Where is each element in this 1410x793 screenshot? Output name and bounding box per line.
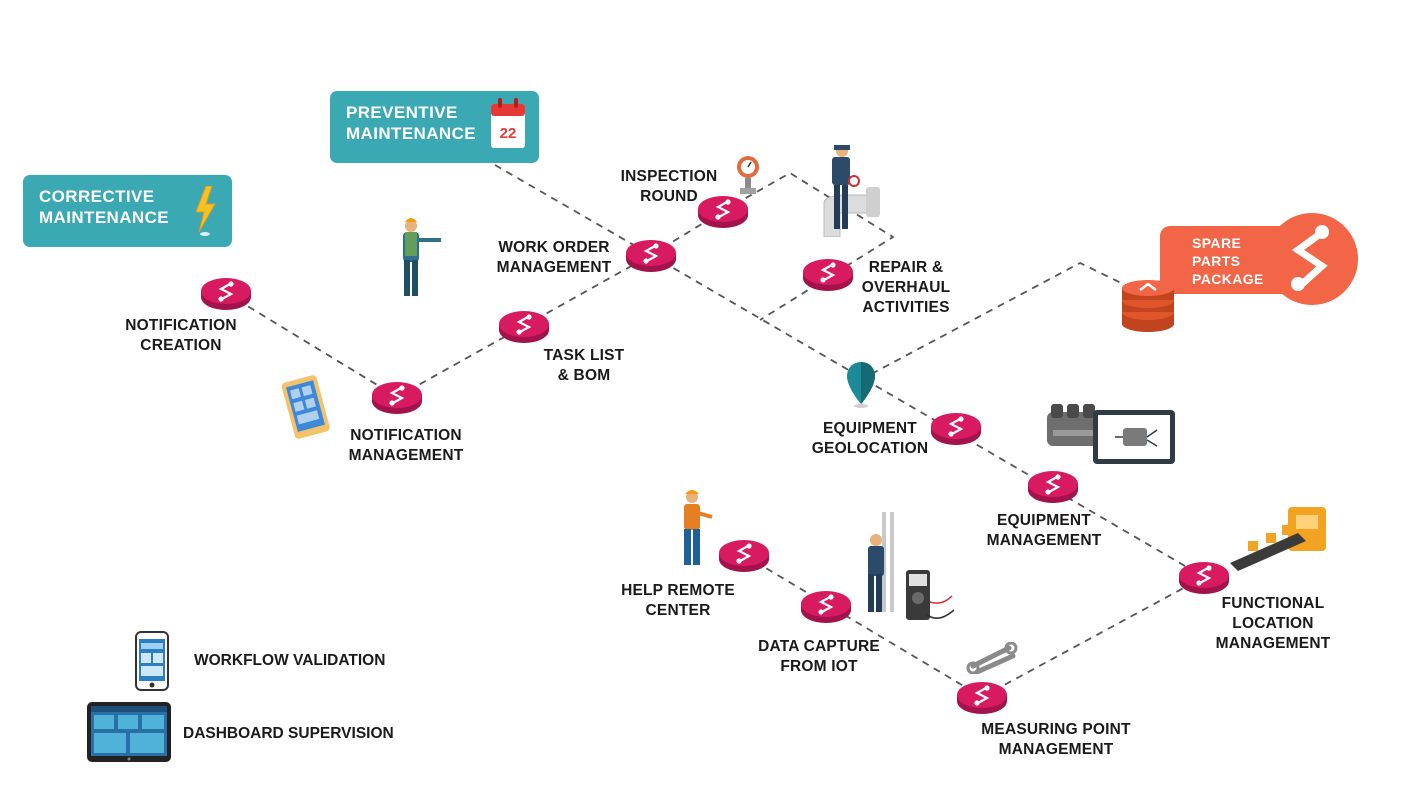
node-share-icon (736, 544, 752, 563)
label-line: FUNCTIONAL (1221, 595, 1325, 612)
node-help-remote-center[interactable] (717, 536, 771, 574)
node-share-icon (1196, 566, 1212, 585)
technician-icon (684, 490, 713, 565)
label-line: NOTIFICATION (125, 317, 237, 334)
label-line: EQUIPMENT (823, 420, 917, 437)
legend-dashboard-supervision: DASHBOARD SUPERVISION (183, 725, 394, 742)
node-share-icon (820, 263, 836, 282)
node-notification-management[interactable] (370, 378, 424, 416)
node-task-list-bom[interactable] (497, 307, 551, 345)
node-share-icon (643, 244, 659, 263)
electrician-icon (868, 512, 894, 612)
label-line: ROUND (640, 188, 698, 205)
wrench-icon (966, 642, 1018, 674)
node-share-icon (948, 417, 964, 436)
phone-icon (135, 631, 169, 691)
tag-line: PACKAGE (1192, 271, 1264, 287)
label-line: OVERHAUL (861, 279, 951, 296)
label-line: CREATION (140, 337, 222, 354)
label-line: MANAGEMENT (348, 447, 464, 464)
line-preventive-to-workorder (494, 164, 652, 256)
label-line: MEASURING POINT (981, 721, 1131, 738)
coin-stack-icon (1122, 280, 1174, 332)
label-line: INSPECTION (620, 168, 718, 185)
line-tasklist-to-workorder (523, 254, 652, 327)
label-line: WORK ORDER (498, 239, 610, 256)
tag-line: PARTS (1192, 253, 1241, 269)
label-line: ACTIVITIES (862, 299, 950, 316)
node-measuring-point-management[interactable] (955, 678, 1009, 716)
label-line: MANAGEMENT (496, 259, 612, 276)
tag-line: MAINTENANCE (39, 208, 170, 227)
node-functional-location-management[interactable] (1177, 558, 1231, 596)
node-notification-creation[interactable] (199, 274, 253, 312)
label-task-list-bom: TASK LIST & BOM (534, 346, 634, 386)
node-repair-overhaul[interactable] (801, 255, 855, 293)
label-data-capture-iot: DATA CAPTURE FROM IOT (749, 637, 889, 677)
label-work-order-management: WORK ORDER MANAGEMENT (490, 238, 618, 278)
label-line: MANAGEMENT (998, 741, 1114, 758)
line-measuring-to-functional (981, 576, 1205, 698)
calendar-day-text: 22 (500, 125, 517, 142)
label-measuring-point-management: MEASURING POINT MANAGEMENT (976, 720, 1136, 760)
label-repair-overhaul: REPAIR & OVERHAUL ACTIVITIES (856, 258, 956, 318)
tag-line: MAINTENANCE (346, 124, 477, 143)
tag-line: SPARE (1192, 235, 1242, 251)
label-functional-location-management: FUNCTIONAL LOCATION MANAGEMENT (1208, 594, 1338, 654)
line-management-to-tasklist (396, 325, 525, 398)
tag-line: CORRECTIVE (39, 187, 155, 206)
location-pin-icon (847, 362, 875, 408)
share-logo-icon (1266, 213, 1358, 305)
node-share-icon (818, 595, 834, 614)
node-share-icon (1045, 475, 1061, 494)
calendar-icon: 22 (491, 98, 525, 148)
dashboard-tablet-icon (87, 702, 171, 762)
node-share-icon (516, 315, 532, 334)
node-equipment-management[interactable] (1026, 467, 1080, 505)
label-line: DATA CAPTURE (758, 638, 880, 655)
label-line: MANAGEMENT (1215, 635, 1331, 652)
monitor-icon (1093, 410, 1175, 464)
lightning-icon (195, 186, 216, 236)
node-equipment-geolocation[interactable] (929, 409, 983, 447)
label-equipment-management: EQUIPMENT MANAGEMENT (980, 511, 1108, 551)
node-share-icon (974, 686, 990, 705)
label-line: TASK LIST (543, 347, 625, 364)
conveyor-icon (1230, 507, 1326, 571)
legend-workflow-validation: WORKFLOW VALIDATION (194, 652, 386, 669)
node-data-capture-iot[interactable] (799, 587, 853, 625)
label-line: GEOLOCATION (811, 440, 929, 457)
label-line: MANAGEMENT (986, 532, 1102, 549)
pressure-gauge-icon (737, 156, 759, 194)
node-inspection-round[interactable] (696, 192, 750, 230)
valve-worker-icon (823, 145, 880, 237)
label-line: NOTIFICATION (350, 427, 462, 444)
worker-icon (403, 218, 441, 296)
label-line: FROM IOT (780, 658, 858, 675)
label-notification-creation: NOTIFICATION CREATION (121, 316, 241, 356)
label-line: LOCATION (1232, 615, 1314, 632)
node-work-order-management[interactable] (624, 236, 678, 274)
node-share-icon (218, 282, 234, 301)
tablet-icon (282, 375, 330, 439)
multimeter-icon (906, 570, 955, 620)
label-line: HELP REMOTE (621, 582, 735, 599)
label-line: EQUIPMENT (997, 512, 1091, 529)
label-help-remote-center: HELP REMOTE CENTER (613, 581, 743, 621)
line-workorder-to-functional (650, 254, 1205, 578)
label-line: CENTER (645, 602, 711, 619)
tag-line: PREVENTIVE (346, 103, 458, 122)
label-line: & BOM (557, 367, 611, 384)
node-share-icon (715, 200, 731, 219)
label-equipment-geolocation: EQUIPMENT GEOLOCATION (806, 419, 934, 459)
engine-monitor-group (1047, 404, 1175, 464)
label-inspection-round: INSPECTION ROUND (614, 167, 724, 207)
label-notification-management: NOTIFICATION MANAGEMENT (342, 426, 470, 466)
node-share-icon (389, 386, 405, 405)
engine-icon (1047, 404, 1103, 446)
label-line: REPAIR & (868, 259, 944, 276)
electrician-group (868, 512, 955, 620)
